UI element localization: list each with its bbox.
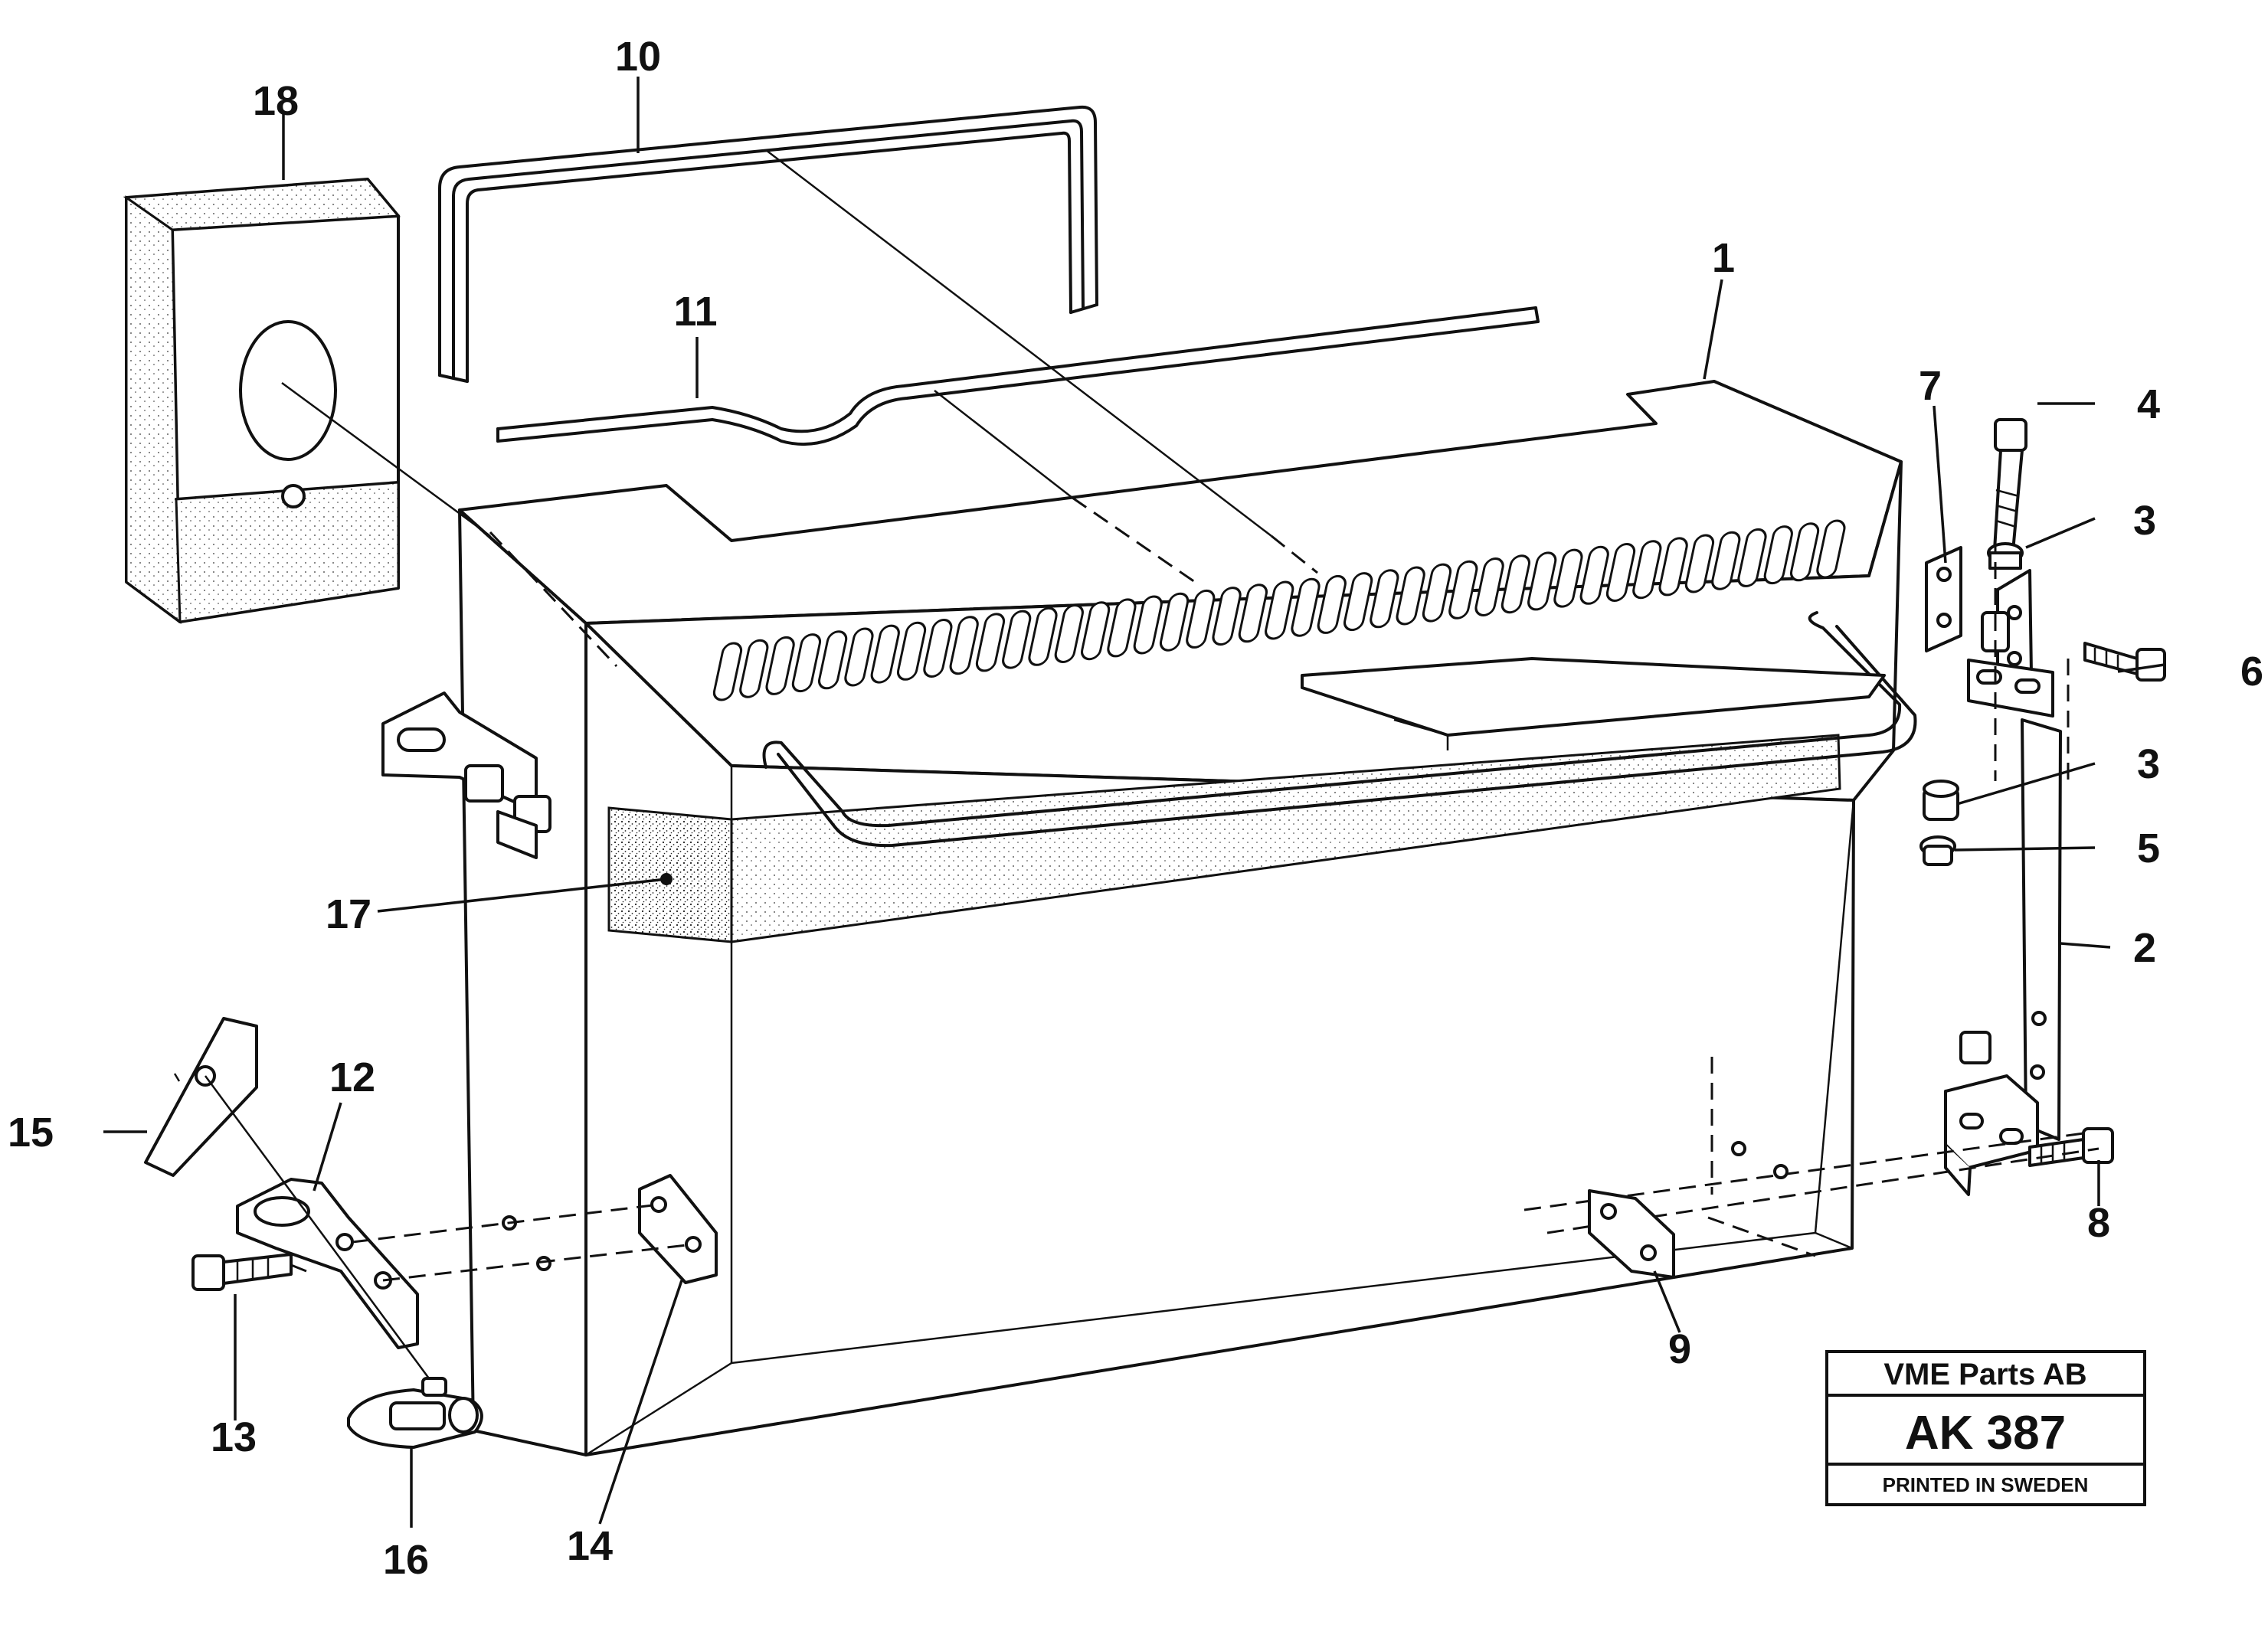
callout-15: 15 [8, 1110, 54, 1156]
callout-16: 16 [383, 1537, 429, 1583]
part-cover-18 [123, 178, 401, 625]
louvre-slot [818, 630, 848, 690]
louvre-slot [1501, 554, 1530, 614]
louvre-slot [1658, 537, 1688, 597]
callout-12: 12 [329, 1054, 375, 1100]
louvre-slot [870, 624, 900, 684]
assembly-lines-top [204, 149, 1318, 1379]
callout-17: 17 [326, 891, 371, 937]
callout-10: 10 [615, 34, 661, 80]
callout-8: 8 [2087, 1200, 2110, 1246]
part-seal-strip-10 [438, 105, 1098, 383]
louvre-slot [1684, 534, 1715, 593]
louvre-slot [1212, 587, 1242, 646]
louvre-slot [1107, 598, 1137, 658]
part-plate-9 [1588, 1141, 1789, 1279]
part-bolt-4 [1993, 418, 2027, 553]
louvre-slot [712, 642, 743, 701]
part-bolt-8 [2028, 1127, 2114, 1167]
louvre-slot [1238, 584, 1268, 643]
louvre-slot [1422, 563, 1452, 623]
part-bolt-13 [191, 1253, 293, 1291]
louvre-slot [1605, 543, 1636, 602]
part-bracket-12 [236, 1178, 419, 1349]
louvre-slot [739, 639, 769, 698]
callout-1: 1 [1712, 235, 1735, 281]
part-bracket-left-top [381, 691, 551, 859]
callout-leaders [103, 77, 2165, 1528]
louvre-slot [896, 621, 927, 681]
louvre-slot [1343, 572, 1373, 632]
louvre-slot [1002, 610, 1032, 669]
louvre-slot [1081, 601, 1111, 661]
callout-labels: 18 10 11 1 7 4 3 6 3 5 2 8 9 17 15 12 13… [8, 34, 2263, 1583]
callout-18: 18 [253, 78, 299, 124]
louvre-slot [1553, 548, 1583, 608]
louvre-slot [1711, 531, 1741, 590]
callout-9: 9 [1668, 1326, 1691, 1372]
louvre-slot [1370, 569, 1399, 629]
callout-11: 11 [673, 289, 717, 335]
part-plate-15 [144, 1017, 258, 1177]
louvre-slot [1396, 566, 1425, 626]
part-nut-5 [1919, 835, 1956, 866]
callout-4: 4 [2137, 381, 2160, 427]
louvre-slot [975, 613, 1006, 672]
louvre-slot [1265, 580, 1294, 640]
callout-6: 6 [2240, 649, 2263, 695]
louvre-slots [712, 519, 1846, 701]
part-washer-3b [1923, 780, 1959, 821]
stamp-company: VME Parts AB [1883, 1358, 2086, 1391]
callout-3-lower: 3 [2137, 741, 2160, 787]
callout-2: 2 [2133, 925, 2156, 971]
louvre-slot [923, 619, 953, 678]
part-bolt-6 [2083, 642, 2166, 682]
louvre-slot [1632, 540, 1662, 600]
louvre-slot [1159, 592, 1190, 652]
part-hinge-bar-2 [1944, 718, 2062, 1196]
assembly-lines-left [290, 531, 694, 1282]
part-profile-strip-11 [496, 306, 1540, 446]
louvre-slot [1133, 595, 1163, 655]
callout-14: 14 [567, 1523, 613, 1569]
louvre-slot [1763, 525, 1793, 585]
stamp-printed: PRINTED IN SWEDEN [1883, 1473, 2089, 1496]
louvre-slot [1474, 557, 1504, 616]
louvre-slot [1291, 577, 1321, 637]
louvre-slot [1816, 519, 1846, 579]
louvre-slot [844, 627, 874, 687]
louvre-slot [1448, 560, 1478, 619]
callout-3-upper: 3 [2133, 498, 2156, 544]
callout-5: 5 [2137, 825, 2160, 871]
part-washer-3a [1987, 542, 2024, 570]
louvre-slot [1737, 528, 1767, 587]
part-housing-1 [458, 380, 1917, 1456]
callout-7: 7 [1919, 363, 1942, 409]
stamp-code: AK 387 [1905, 1407, 2066, 1460]
louvre-slot [1579, 545, 1609, 605]
louvre-slot [1317, 574, 1347, 634]
louvre-slot [1186, 589, 1216, 649]
part-clip-16 [347, 1377, 483, 1449]
louvre-slot [1789, 522, 1820, 582]
louvre-slot [791, 633, 822, 693]
louvre-slot [1527, 551, 1557, 611]
louvre-slot [765, 636, 795, 695]
louvre-slot [1028, 606, 1058, 666]
part-bracket-7 [1925, 546, 2054, 718]
publisher-stamp: VME Parts AB AK 387 PRINTED IN SWEDEN [1825, 1350, 2146, 1506]
callout-13: 13 [211, 1414, 257, 1460]
louvre-slot [1054, 604, 1084, 663]
louvre-slot [949, 616, 979, 675]
